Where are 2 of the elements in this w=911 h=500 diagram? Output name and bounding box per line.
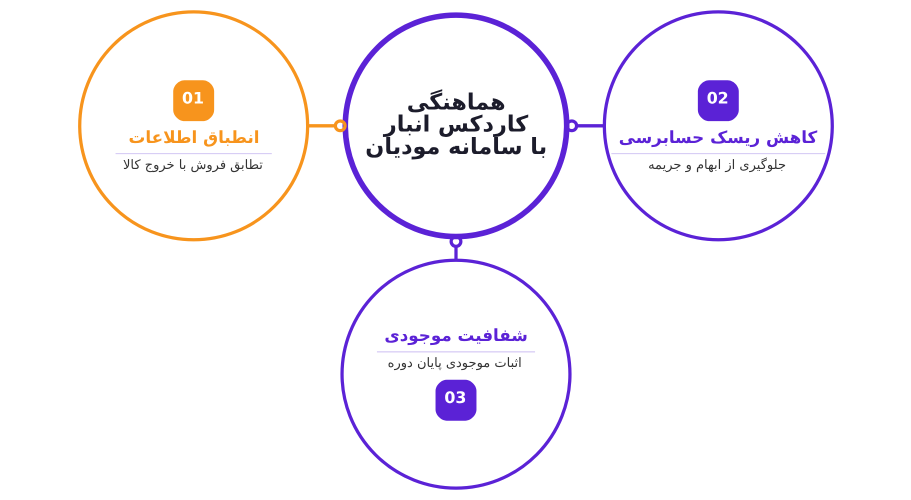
connector <box>307 119 346 132</box>
node-circle: هماهنگی کاردکس انبار با سامانه مودیان <box>342 12 569 240</box>
